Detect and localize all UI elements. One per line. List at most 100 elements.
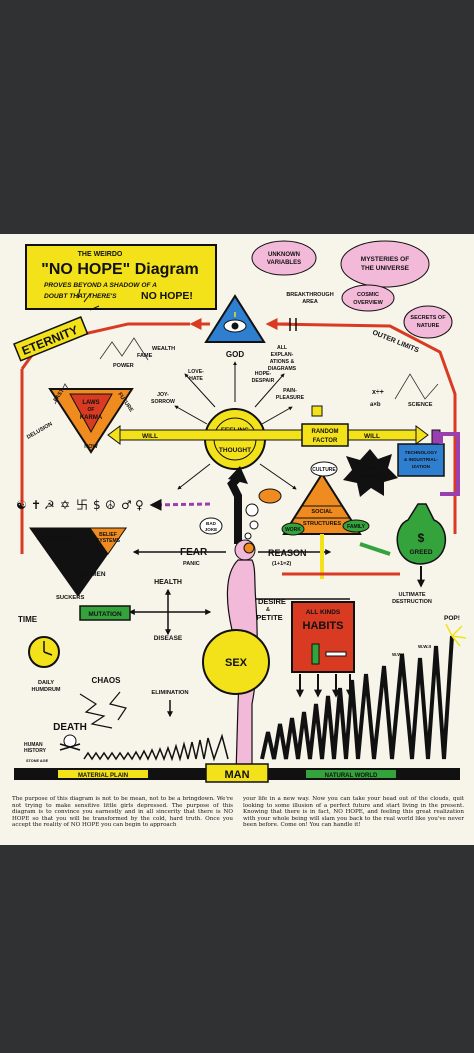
bad-joke-line2: JOKE — [205, 527, 218, 532]
social-structures-pyramid: SOCIAL STRUCTURES — [282, 472, 362, 535]
breakthrough-line2: AREA — [302, 299, 318, 305]
cloud-secrets-of-nature: SECRETS OF NATURE — [403, 305, 453, 339]
arrow-head — [228, 466, 248, 484]
man-to-wheel-arrow — [227, 471, 245, 544]
god-pyramid: GOD — [204, 294, 266, 359]
will-left-label: WILL — [142, 433, 158, 440]
brain-icon — [243, 542, 255, 554]
breakthrough-line1: BREAKTHROUGH — [286, 292, 333, 298]
mutation-box: MUTATION — [79, 605, 131, 621]
god-label: GOD — [226, 350, 244, 359]
eternity-banner: ETERNITY — [13, 316, 89, 362]
work-bubble — [281, 522, 305, 536]
pain-pleasure-line2: PLEASURE — [276, 395, 305, 401]
eye-pyramid-icon — [223, 312, 247, 333]
svg-text:卐: 卐 — [76, 498, 88, 512]
man-label: MAN — [224, 769, 249, 781]
caption-left: The purpose of this diagram is not to be… — [12, 796, 233, 829]
karma-line3: KARMA — [80, 415, 103, 421]
con-men-label: CON-MEN — [74, 571, 105, 578]
reason-sub-label: (1+1=2) — [272, 561, 291, 567]
stone-age-label: STONE AGE — [26, 759, 49, 763]
svg-text:☭: ☭ — [44, 498, 55, 512]
science-label: SCIENCE — [408, 402, 433, 408]
class-struggle-burst: CLASS STRUGGLE — [343, 449, 398, 497]
caption-right: your life in a new way. Now you can take… — [243, 796, 464, 829]
death-label: DEATH — [53, 722, 87, 733]
cloud-mysteries: MYSTERIES OF THE UNIVERSE — [340, 240, 430, 288]
love-hate-line1: LOVE- — [188, 369, 204, 375]
title-box: THE WEIRDO "NO HOPE" Diagram PROVES BEYO… — [25, 244, 217, 310]
skull-icon — [59, 734, 81, 751]
dollar-sign: $ — [418, 531, 425, 545]
cloud-cosmic-overview: COSMIC OVERVIEW — [341, 284, 395, 312]
fear-label: FEAR — [180, 547, 208, 558]
dice-icon — [311, 405, 323, 417]
pop-explosion — [445, 623, 467, 647]
hope-despair-line2: DESPAIR — [252, 378, 275, 384]
svg-text:♂: ♂ — [121, 498, 132, 512]
religious-symbols-icon: ☯✝☭ ✡卐$ ☮♂♀ — [16, 498, 144, 512]
random-line2: FACTOR — [313, 438, 338, 444]
explanations-line3: ATIONS & — [270, 359, 295, 365]
now-label: NOW — [84, 444, 98, 450]
bottom-band: MATERIAL PLAIN MAN NATURAL WORLD — [14, 763, 460, 783]
pop-label: POP! — [444, 615, 460, 622]
money-bag-icon: $ GREED — [396, 503, 447, 565]
wwi-label: W.W.I — [392, 652, 404, 657]
belief-line1: BELIEF — [99, 532, 117, 538]
disease-label: DISEASE — [154, 635, 183, 642]
cloud-secrets-line1: SECRETS OF — [410, 315, 446, 321]
appetite-label: APPETITE — [246, 613, 283, 622]
explanations-line1: ALL — [277, 345, 288, 351]
subtitle-line1: PROVES BEYOND A SHADOW OF A — [44, 282, 157, 289]
ignorance-label: IGNORANCE — [37, 535, 77, 542]
caption-text: The purpose of this diagram is not to be… — [12, 796, 464, 842]
technology-line1: TECHNOLOGY — [405, 450, 437, 455]
humdrum-line2: HUMDRUM — [31, 687, 60, 693]
cloud-secrets-line2: NATURE — [417, 323, 440, 329]
health-label: HEALTH — [154, 579, 182, 586]
pre-title: THE WEIRDO — [78, 251, 123, 258]
belief-line2: SYSTEMS — [96, 538, 121, 544]
history-zigzag-left — [83, 733, 229, 762]
health-cross — [128, 588, 212, 636]
power-label: POWER — [113, 363, 134, 369]
main-title: "NO HOPE" Diagram — [41, 261, 198, 278]
cloud-cosmic-line1: COSMIC — [357, 292, 379, 298]
wwii-label: W.W.II — [418, 644, 431, 649]
history-line1: HUMAN — [24, 742, 43, 748]
chaos-label: CHAOS — [92, 676, 122, 685]
random-line1: RANDOM — [312, 429, 339, 435]
purple-pipe — [439, 432, 460, 496]
natural-world-label: NATURAL WORLD — [325, 773, 378, 779]
work-label: WORK — [285, 527, 301, 533]
joy-sorrow-line2: SORROW — [151, 399, 175, 405]
time-label: TIME — [18, 615, 38, 624]
class-line1: CLASS — [361, 466, 381, 472]
bottle-icon — [311, 643, 320, 665]
karma-line1: LAWS — [82, 400, 99, 406]
fame-label: FAME — [137, 353, 153, 359]
cloud-unknown-line2: VARIABLES — [267, 260, 301, 266]
cloud-unknown-variables: UNKNOWN VARIABLES — [251, 240, 317, 276]
diagram-canvas: THE WEIRDO "NO HOPE" Diagram PROVES BEYO… — [13, 240, 467, 783]
humdrum-line1: DAILY — [38, 680, 54, 686]
reason-label: REASON — [268, 548, 307, 558]
hope-despair-line1: HOPE- — [255, 371, 272, 377]
breakthrough-bracket — [289, 318, 297, 331]
wealth-label: WEALTH — [152, 346, 175, 352]
bad-joke-line1: BAD — [206, 521, 217, 526]
ultimate-line1: ULTIMATE — [399, 592, 426, 598]
green-tube — [359, 542, 391, 556]
suckers-label: SUCKERS — [56, 595, 84, 601]
thought-label: THOUGHT — [219, 447, 251, 454]
clock-icon — [28, 636, 60, 668]
history-zigzag-right — [260, 635, 454, 760]
social-line1: SOCIAL — [311, 509, 333, 515]
svg-text:☮: ☮ — [105, 498, 116, 512]
habits-label: HABITS — [303, 620, 344, 632]
subtitle-emph: NO HOPE! — [141, 290, 193, 302]
no-hope-poster: THE WEIRDO "NO HOPE" Diagram PROVES BEYO… — [0, 234, 474, 845]
cloud-unknown-line1: UNKNOWN — [268, 252, 300, 258]
